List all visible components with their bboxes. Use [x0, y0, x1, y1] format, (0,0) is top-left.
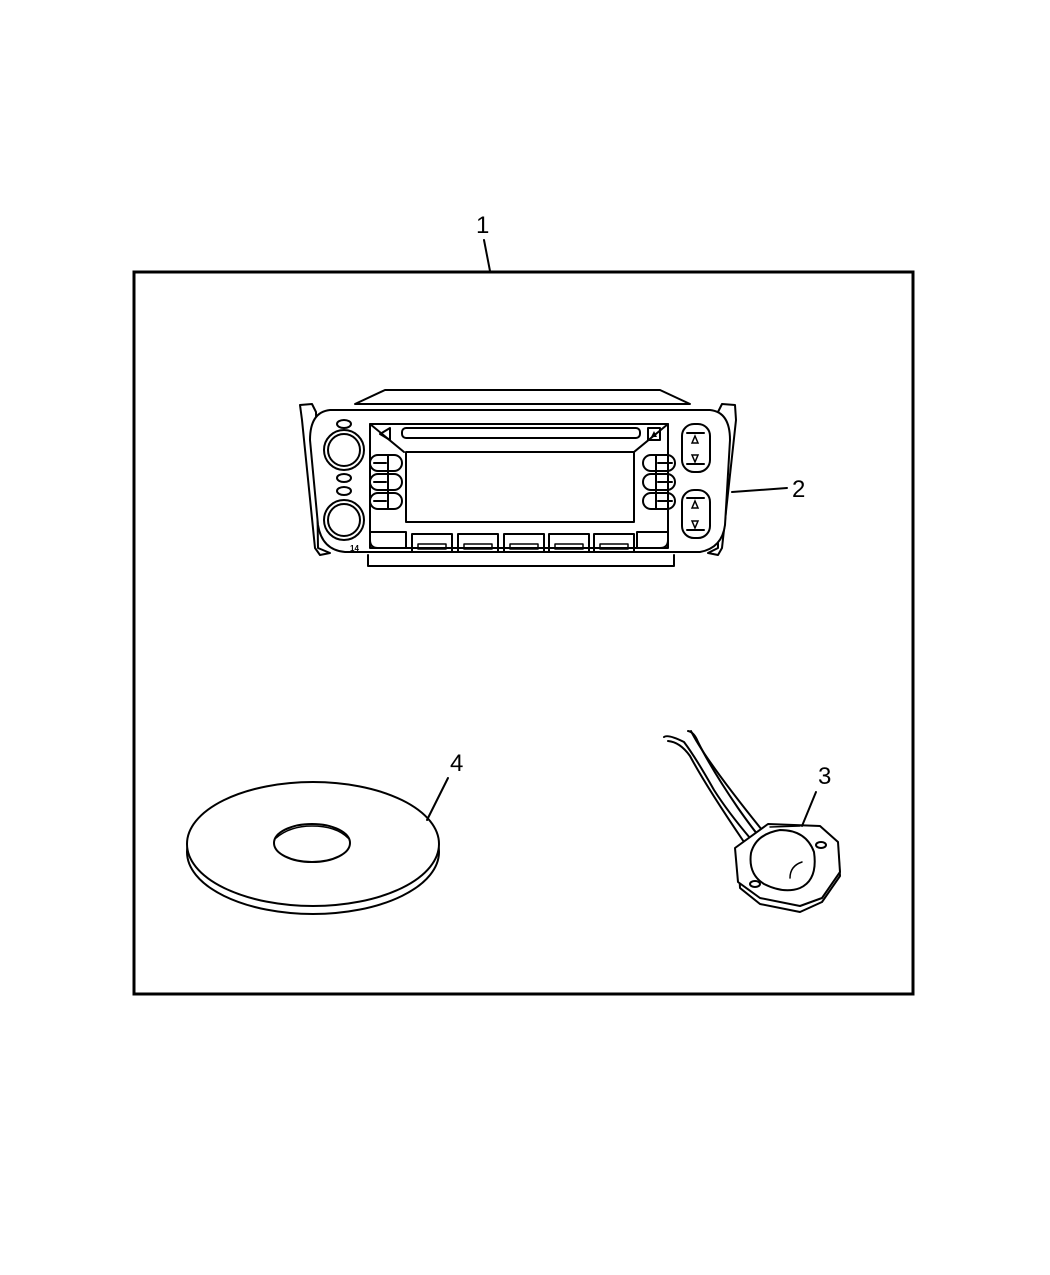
- kit-frame: [132, 270, 915, 996]
- wire-2-inner: [690, 730, 763, 831]
- callout-2-leader: [731, 487, 788, 493]
- eject-icon: [651, 431, 657, 437]
- washer-disc: [186, 781, 440, 915]
- wire-2: [687, 730, 763, 841]
- display-screen: [405, 451, 635, 523]
- indicator-low: [336, 486, 352, 496]
- right-preset-buttons: [642, 454, 676, 510]
- volume-knob: [323, 429, 365, 471]
- cd-slot: [401, 427, 641, 439]
- volume-knob-inner: [327, 433, 361, 467]
- callout-2-label: 2: [792, 476, 805, 503]
- sensor-dome: [749, 829, 816, 892]
- bottom-function-buttons: [369, 531, 669, 553]
- callout-4-label: 4: [450, 750, 463, 777]
- sensor-with-wires: [663, 730, 841, 913]
- mount-hole-left: [749, 880, 761, 888]
- callout-3: 3: [801, 763, 831, 827]
- tune-rocker: [681, 489, 711, 539]
- left-preset-buttons: [369, 454, 403, 510]
- tune-knob: [323, 499, 365, 541]
- radio-marking: 14: [350, 544, 359, 553]
- callout-4-leader: [426, 777, 449, 821]
- wire-1-inner: [667, 740, 745, 843]
- bezel-corner-tr: [633, 423, 669, 453]
- indicator-top: [336, 419, 352, 429]
- seek-rocker: [681, 423, 711, 473]
- left-bracket: [299, 403, 331, 556]
- callout-1-label: 1: [476, 212, 489, 239]
- right-bracket: [707, 403, 737, 556]
- callout-3-label: 3: [818, 763, 831, 790]
- washer-center-hole: [273, 823, 351, 863]
- washer-top-face: [186, 781, 440, 907]
- callout-1: 1: [476, 212, 491, 272]
- tune-knob-inner: [327, 503, 361, 537]
- washer-hole-inner-edge: [275, 825, 349, 839]
- callout-4: 4: [426, 750, 463, 821]
- cd-slot-left-cap: [379, 427, 391, 441]
- callout-1-leader: [483, 239, 491, 272]
- sensor-base-edge: [769, 825, 801, 828]
- indicator-mid: [336, 473, 352, 483]
- eject-button: [647, 427, 661, 441]
- wire-1: [663, 735, 751, 839]
- radio-housing-top: [354, 389, 691, 405]
- radio-housing-bottom: [367, 554, 675, 567]
- radio-head-unit: 14: [299, 389, 737, 567]
- radio-faceplate: [309, 409, 731, 553]
- display-bezel: [369, 423, 669, 549]
- callout-2: 2: [731, 476, 805, 503]
- mount-hole-right: [815, 841, 827, 849]
- sensor-dome-highlight: [789, 861, 803, 879]
- callout-3-leader: [801, 791, 817, 827]
